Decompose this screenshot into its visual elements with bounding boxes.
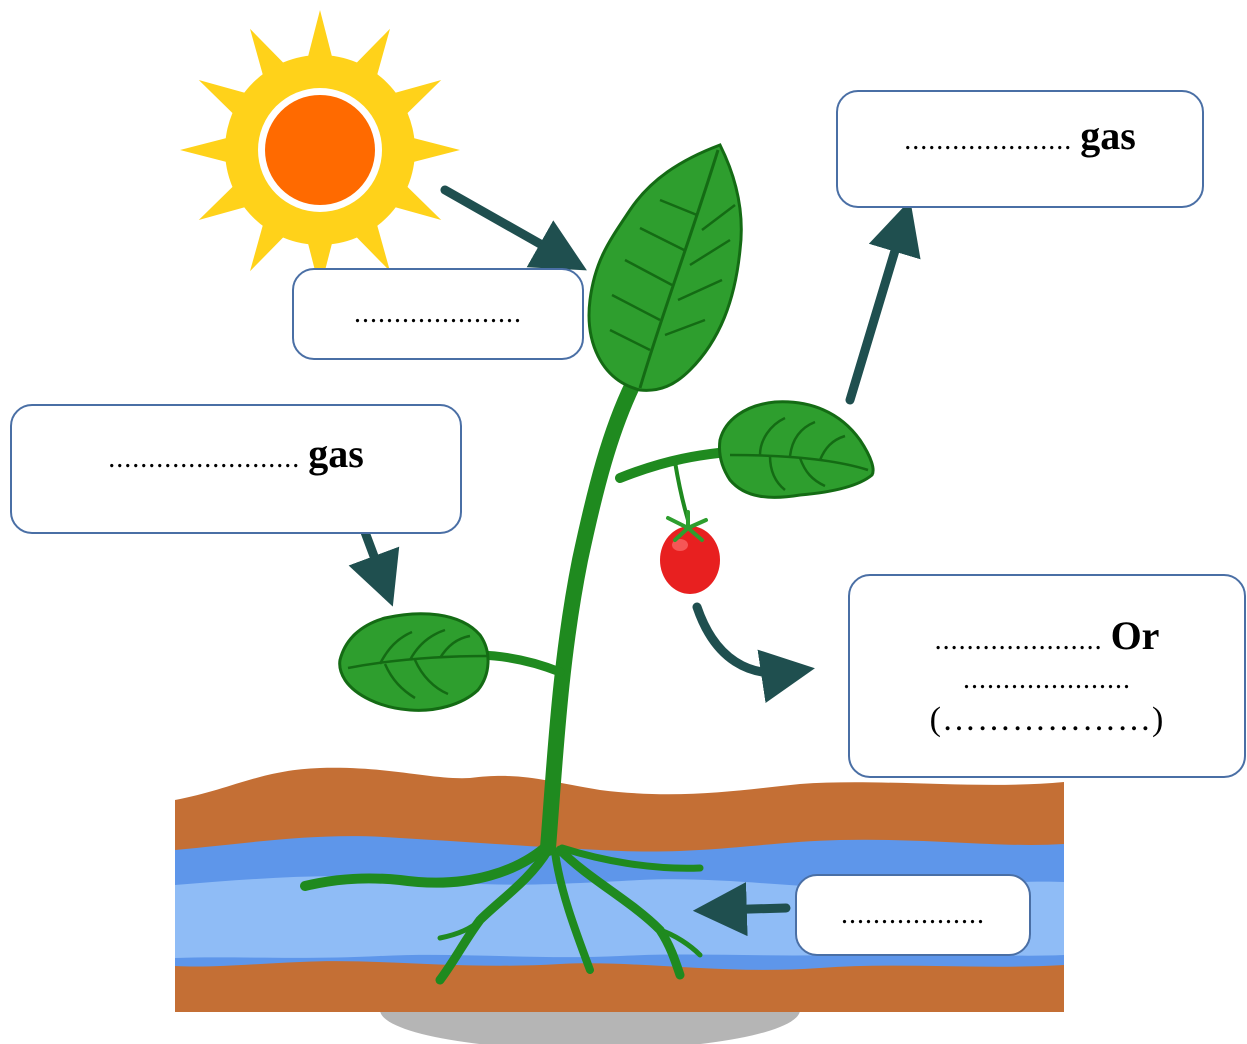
leaf-right — [718, 400, 875, 499]
arrow-water-to-roots — [692, 882, 791, 937]
gas-in-word: gas — [308, 431, 364, 476]
gas-out-word: gas — [1080, 113, 1136, 158]
leaf-left — [338, 612, 490, 712]
arrow-sun-to-leaf — [440, 185, 587, 271]
light-blank[interactable]: ..................... — [354, 297, 522, 329]
gas-in-blank[interactable]: ........................ — [108, 443, 301, 474]
food-blank-3[interactable]: (………………) — [929, 701, 1165, 739]
light-energy-label-box[interactable]: ..................... — [292, 268, 584, 360]
water-blank[interactable]: .................. — [841, 898, 985, 930]
gas-in-label-box[interactable]: ........................ gas — [10, 404, 462, 534]
arrow-fruit-to-food — [692, 602, 815, 703]
leaf-top — [587, 143, 743, 392]
water-label-box[interactable]: .................. — [795, 874, 1031, 956]
food-blank-1[interactable]: ..................... — [934, 624, 1103, 656]
sun-icon — [180, 10, 460, 290]
food-blank-2[interactable]: ..................... — [963, 663, 1131, 695]
food-label-box[interactable]: ..................... Or ...............… — [848, 574, 1246, 778]
roots — [300, 840, 704, 985]
gas-out-label-box[interactable]: ..................... gas — [836, 90, 1204, 208]
food-or-word: Or — [1110, 612, 1160, 658]
arrows — [345, 185, 921, 937]
tomato-icon — [660, 510, 720, 594]
arrow-leaf-to-gas-out — [845, 199, 921, 405]
gas-out-blank[interactable]: ..................... — [904, 125, 1073, 156]
